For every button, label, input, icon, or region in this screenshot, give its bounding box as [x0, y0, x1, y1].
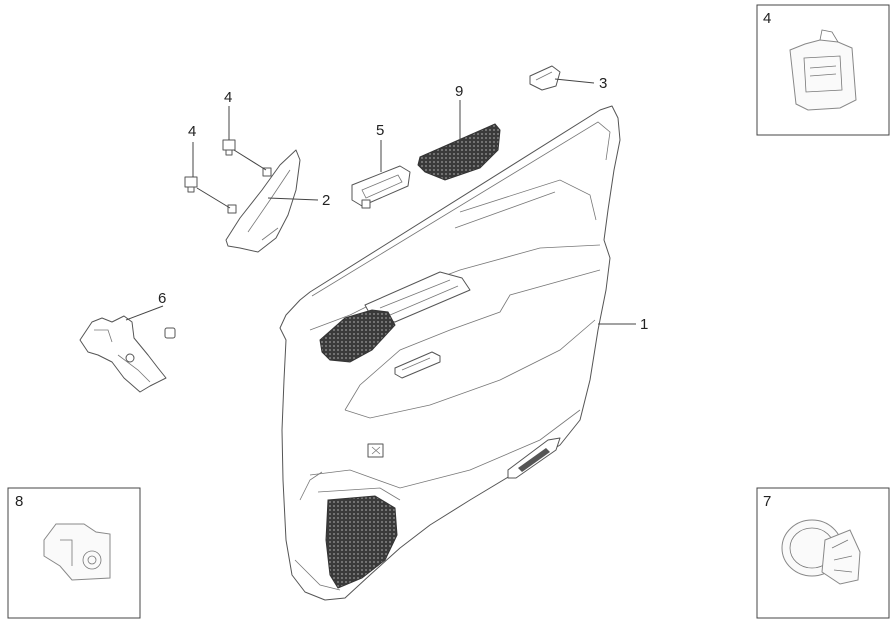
callout-1: 1: [640, 316, 648, 333]
inset-callout-7: 7: [763, 493, 771, 510]
callout-4-upper: 4: [224, 89, 232, 106]
cover-clip-mount-upper: [262, 167, 272, 177]
pad-part: [417, 123, 501, 181]
side-cover-part: [225, 149, 301, 253]
callout-4-lower: 4: [188, 123, 196, 140]
leader-lines: [125, 78, 636, 325]
callout-2: 2: [322, 192, 330, 209]
clip-upper-part: [222, 139, 236, 156]
callout-5: 5: [376, 122, 384, 139]
switch-bezel-part: [351, 165, 411, 209]
inset-box-clip: 4: [756, 4, 890, 136]
bracket-part: [79, 315, 176, 393]
inset-callout-4: 4: [763, 10, 771, 27]
inset-box-push-pin: 7: [756, 487, 890, 619]
callout-6: 6: [158, 290, 166, 307]
callout-3: 3: [599, 75, 607, 92]
cover-clip-mount-lower: [227, 204, 237, 214]
door-trim-panel: [279, 105, 621, 601]
clip-lower-part: [184, 176, 198, 193]
callout-9: 9: [455, 83, 463, 100]
inset-box-grommet: 8: [7, 487, 141, 619]
small-clip-part: [529, 65, 561, 91]
inset-callout-8: 8: [15, 493, 23, 510]
